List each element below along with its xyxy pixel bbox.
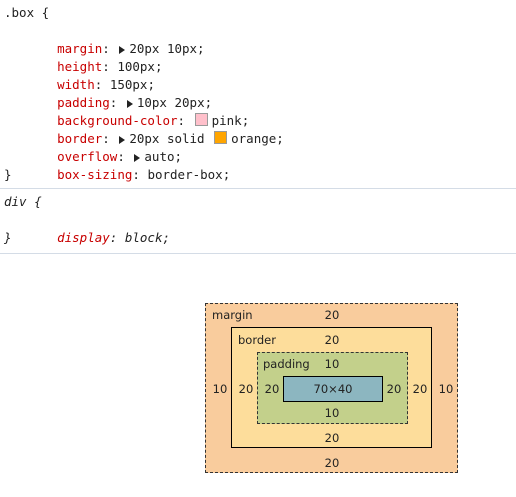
- padding-bottom-value[interactable]: 10: [324, 406, 340, 420]
- expand-triangle-icon[interactable]: [126, 99, 133, 108]
- margin-label: margin: [212, 308, 253, 322]
- property-name[interactable]: border: [57, 131, 103, 146]
- declaration-height[interactable]: height: 100px;: [57, 59, 163, 74]
- property-name[interactable]: padding: [57, 95, 110, 110]
- border-right-value[interactable]: 20: [412, 382, 428, 396]
- property-value[interactable]: orange;: [231, 131, 284, 146]
- declaration-background-color[interactable]: background-color: pink;: [57, 113, 250, 128]
- declaration-padding[interactable]: padding: 10px 20px;: [57, 95, 213, 110]
- declaration-margin[interactable]: margin: 20px 10px;: [57, 41, 205, 56]
- expand-triangle-icon[interactable]: [134, 153, 141, 162]
- margin-right-value[interactable]: 10: [438, 382, 454, 396]
- property-value[interactable]: auto;: [144, 149, 183, 164]
- padding-top-value[interactable]: 10: [324, 357, 340, 371]
- property-name[interactable]: height: [57, 59, 103, 74]
- property-value-prefix[interactable]: 20px solid: [129, 131, 205, 146]
- margin-top-value[interactable]: 20: [324, 308, 340, 322]
- expand-triangle-icon[interactable]: [119, 135, 126, 144]
- padding-label: padding: [263, 357, 310, 371]
- border-bottom-value[interactable]: 20: [324, 431, 340, 445]
- declaration-display[interactable]: display: block;: [57, 230, 171, 245]
- margin-bottom-value[interactable]: 20: [324, 456, 340, 470]
- declaration-overflow[interactable]: overflow: auto;: [57, 149, 183, 164]
- rule-close-brace: }: [4, 230, 12, 245]
- padding-left-value[interactable]: 20: [264, 382, 280, 396]
- padding-right-value[interactable]: 20: [386, 382, 402, 396]
- property-name[interactable]: width: [57, 77, 95, 92]
- color-swatch-icon[interactable]: [214, 131, 228, 144]
- property-value[interactable]: 20px 10px;: [129, 41, 205, 56]
- rule-close-brace: }: [4, 167, 12, 182]
- property-name[interactable]: margin: [57, 41, 103, 56]
- property-value[interactable]: pink;: [211, 113, 250, 128]
- content-size-value[interactable]: 70×40: [313, 382, 353, 396]
- border-top-value[interactable]: 20: [324, 333, 340, 347]
- property-name[interactable]: display: [57, 230, 110, 245]
- margin-left-value[interactable]: 10: [212, 382, 228, 396]
- rule-div-user-agent: div { display: block; }: [0, 189, 516, 254]
- box-model-content[interactable]: [283, 376, 383, 402]
- color-swatch-icon[interactable]: [194, 113, 208, 126]
- property-value[interactable]: 100px;: [117, 59, 163, 74]
- border-label: border: [238, 333, 276, 347]
- declaration-border[interactable]: border: 20px solid orange;: [57, 131, 284, 146]
- border-left-value[interactable]: 20: [238, 382, 254, 396]
- declaration-box-sizing[interactable]: box-sizing: border-box;: [57, 167, 231, 182]
- rule-selector[interactable]: .box {: [4, 5, 50, 20]
- declaration-width[interactable]: width: 150px;: [57, 77, 155, 92]
- property-value[interactable]: 10px 20px;: [136, 95, 213, 110]
- expand-triangle-icon[interactable]: [119, 45, 126, 54]
- property-value[interactable]: 150px;: [109, 77, 155, 92]
- property-value[interactable]: block;: [124, 230, 171, 245]
- rule-box: .box { margin: 20px 10px; height: 100px;…: [0, 0, 516, 189]
- property-name[interactable]: background-color: [57, 113, 178, 128]
- property-name[interactable]: overflow: [57, 149, 118, 164]
- property-value[interactable]: border-box;: [147, 167, 231, 182]
- property-name[interactable]: box-sizing: [57, 167, 133, 182]
- rule-selector[interactable]: div {: [4, 194, 42, 209]
